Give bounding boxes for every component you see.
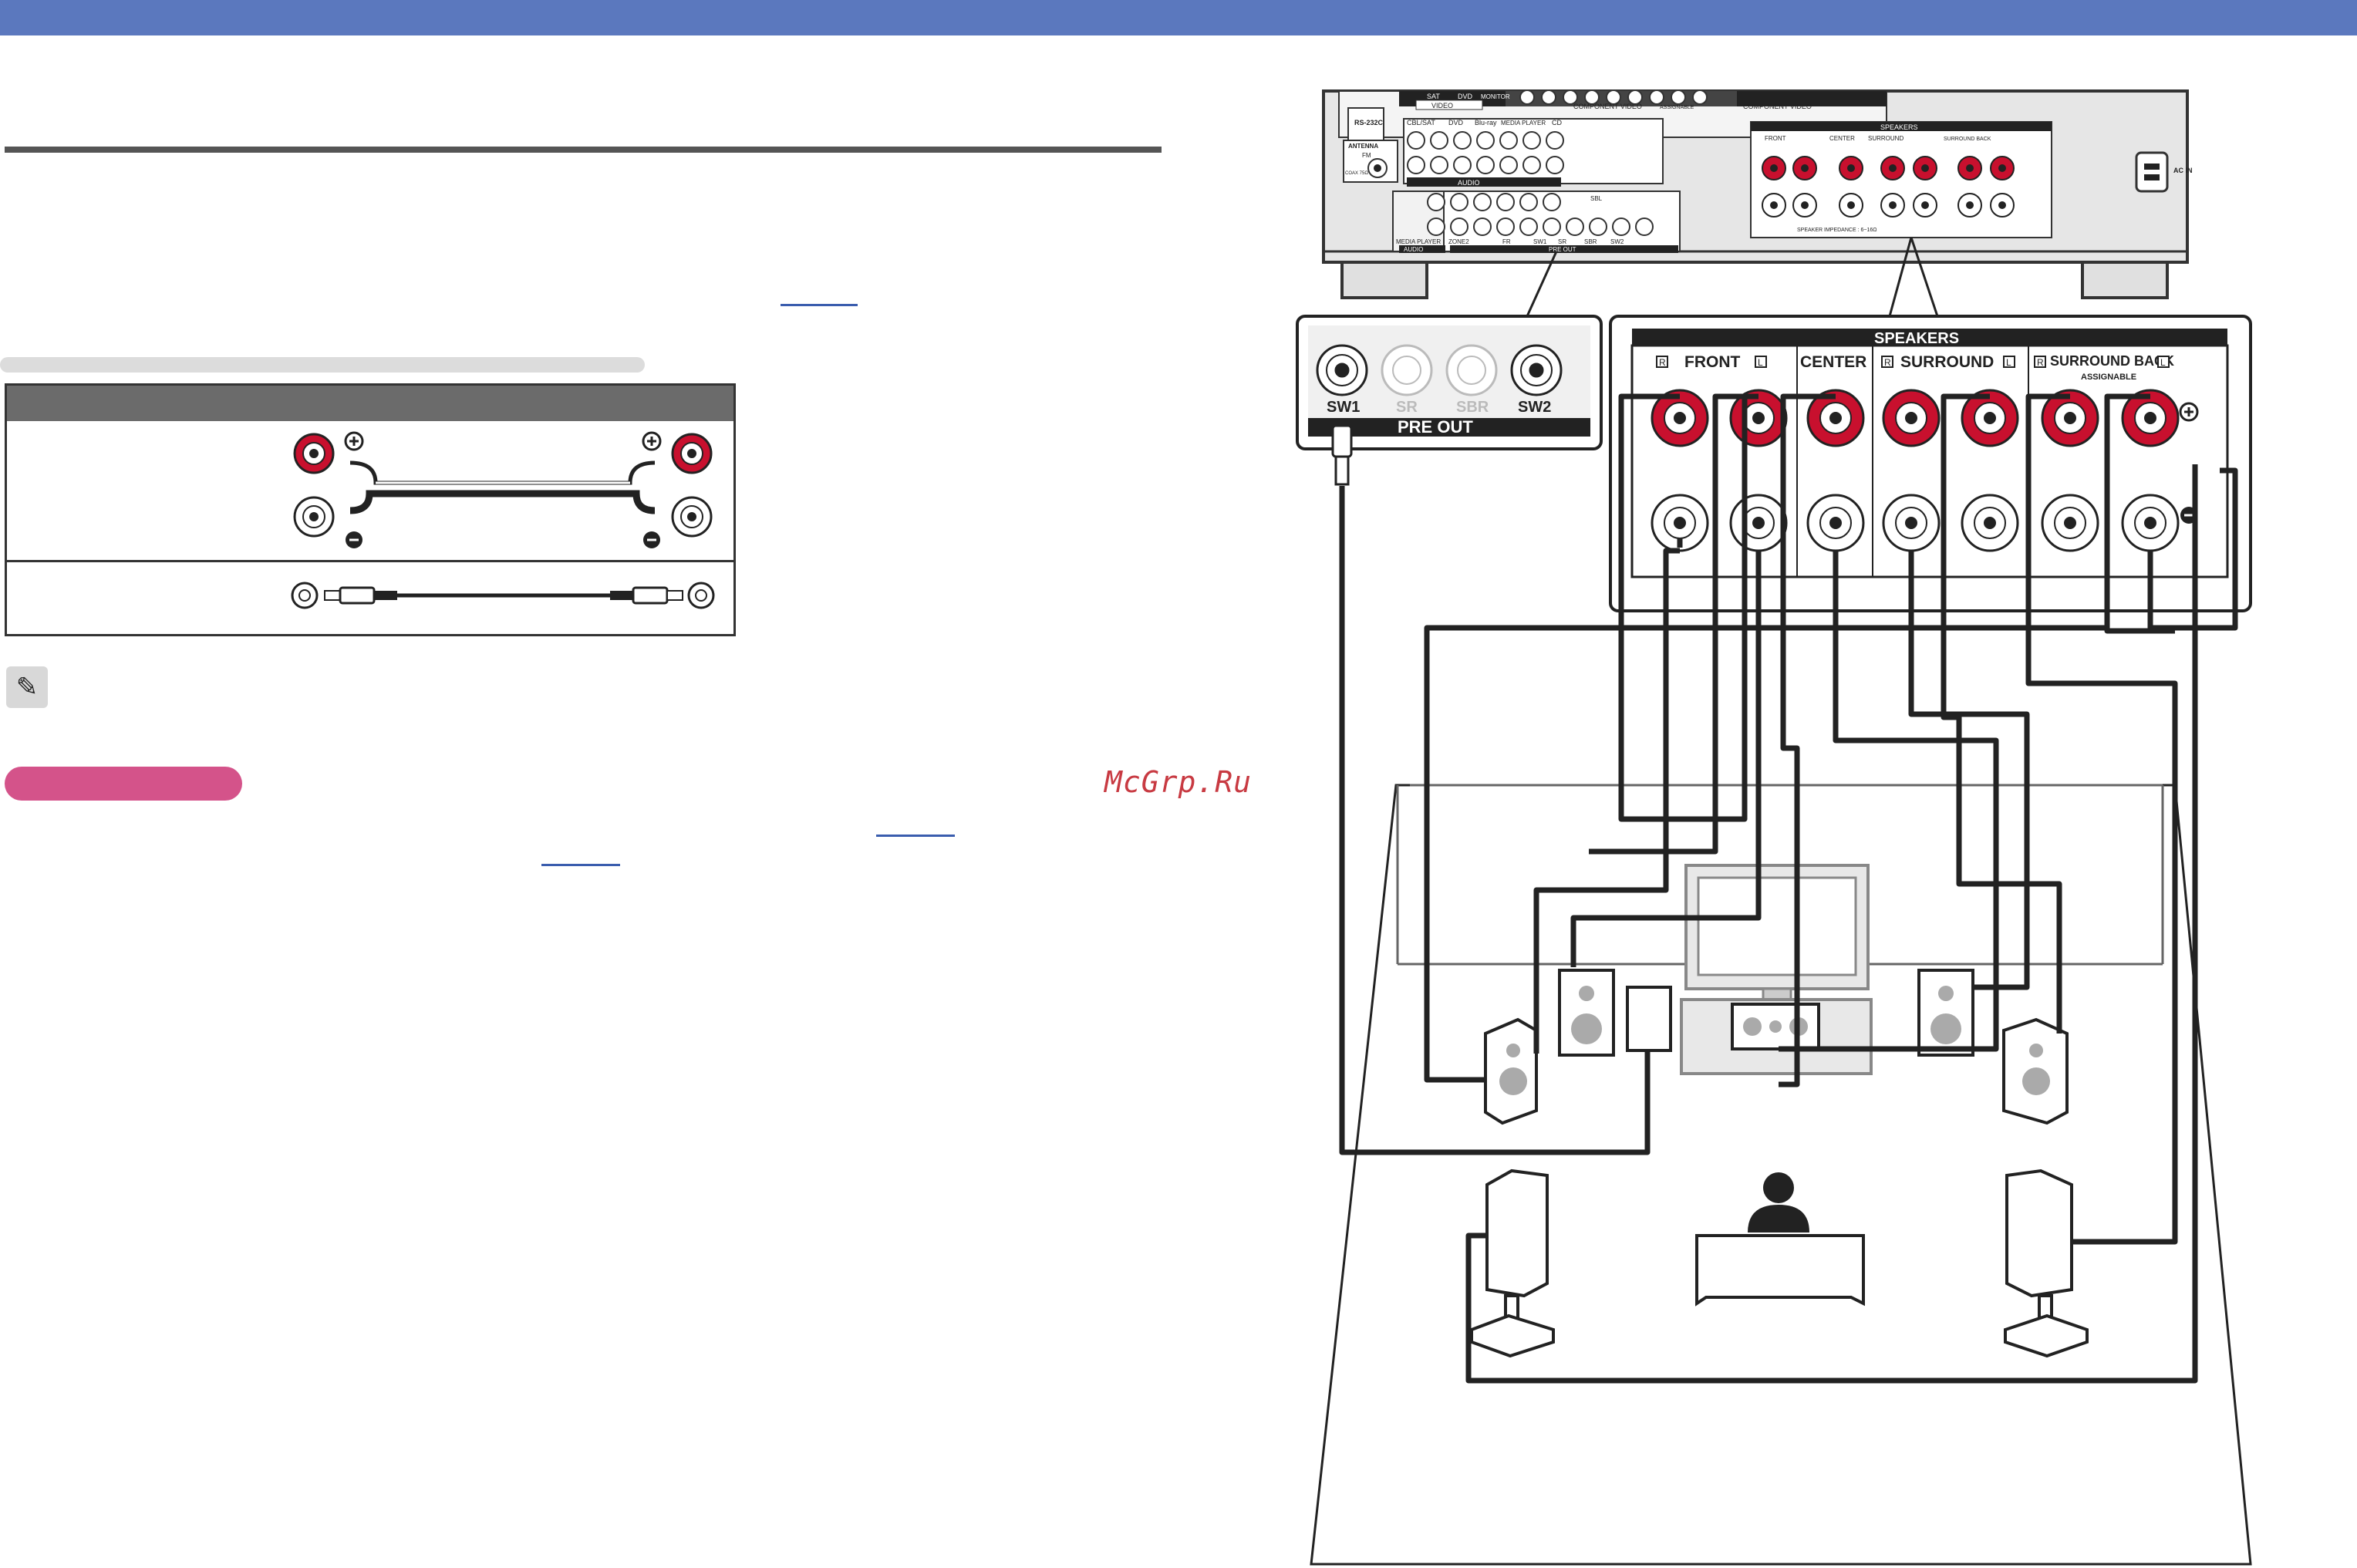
label-dvd: DVD	[1458, 93, 1473, 100]
cable-table-header	[7, 386, 733, 421]
label-assignable-top: ASSIGNABLE	[1660, 105, 1694, 110]
label-cd: CD	[1552, 119, 1562, 126]
label-zone2: ZONE2	[1448, 238, 1469, 245]
label-cbl-sat: CBL/SAT	[1407, 119, 1435, 126]
label-sbr-small: SBR	[1584, 238, 1597, 245]
label-sw1-small: SW1	[1533, 238, 1547, 245]
label-speakers-small: SPEAKERS	[1880, 123, 1918, 131]
preout-sw1-label: SW1	[1327, 399, 1360, 416]
speakers-r-label: R	[1884, 357, 1891, 368]
label-video: VIDEO	[1431, 102, 1453, 110]
label-pre-out-small: PRE OUT	[1549, 246, 1576, 253]
cable-illustrations	[291, 431, 715, 609]
label-media-player: MEDIA PLAYER	[1501, 120, 1546, 126]
label-fm: FM	[1362, 152, 1371, 159]
listener-icon	[1695, 1172, 1865, 1307]
label-fr: FR	[1502, 238, 1511, 245]
speakers-l-label: L	[2160, 357, 2166, 368]
label-component-video-out: COMPONENT VIDEO	[1743, 103, 1812, 110]
header-bar	[0, 0, 2357, 35]
page-reference-link[interactable]	[781, 304, 858, 306]
receiver-rear-panel: SAT DVD MONITOR VIDEO COMPONENT VIDEO AS…	[1322, 89, 2193, 299]
pencil-icon: ✎	[6, 666, 48, 708]
label-sw2-small: SW2	[1610, 238, 1624, 245]
speakers-surround-label: SURROUND	[1900, 353, 1994, 371]
front-speaker-icon	[1558, 969, 1974, 1057]
label-antenna: ANTENNA	[1348, 143, 1378, 150]
preout-sbr-label: SBR	[1456, 399, 1489, 416]
speakers-r-label: R	[1659, 357, 1666, 368]
preout-label: PRE OUT	[1398, 417, 1473, 437]
center-speaker-icon	[1731, 1003, 1820, 1050]
preout-zoom-box: SW1 SR SBR SW2 PRE OUT	[1296, 315, 1603, 486]
label-center-small: CENTER	[1829, 135, 1855, 142]
label-monitor: MONITOR	[1481, 93, 1510, 100]
subwoofer-icon	[1626, 986, 1672, 1052]
label-surround-back-small: SURROUND BACK	[1944, 137, 1991, 142]
speakers-surround-back-label: SURROUND BACK	[2050, 353, 2174, 369]
surround-back-speaker-icon	[1470, 1168, 2089, 1358]
label-impedance: SPEAKER IMPEDANCE : 6~16Ω	[1797, 228, 1876, 233]
table-row-divider	[7, 560, 733, 562]
label-ac-in: AC IN	[2173, 167, 2193, 174]
label-component-video-in: COMPONENT VIDEO	[1573, 103, 1642, 110]
plus-icon	[2179, 402, 2199, 422]
speakers-l-label: L	[2006, 357, 2011, 368]
label-sat: SAT	[1427, 93, 1440, 100]
speakers-header: SPEAKERS	[1874, 330, 1959, 347]
preout-sr-label: SR	[1396, 399, 1418, 416]
speaker-cable-illustration	[293, 433, 713, 538]
label-audio-in: AUDIO	[1458, 179, 1480, 187]
speakers-front-label: FRONT	[1684, 353, 1740, 371]
speakers-center-label: CENTER	[1800, 353, 1866, 371]
note-badge	[5, 767, 242, 801]
speaker-cables	[1339, 393, 2238, 1384]
title-rule	[5, 147, 1162, 153]
page-reference-link[interactable]	[541, 864, 620, 866]
label-sr-small: SR	[1558, 238, 1566, 245]
label-dvd-audio: DVD	[1448, 119, 1464, 126]
preout-sw2-label: SW2	[1518, 399, 1551, 416]
label-front-small: FRONT	[1765, 135, 1786, 142]
plus-icon	[344, 431, 662, 451]
label-bluray: Blu-ray	[1475, 119, 1497, 126]
label-sbl-small: SBL	[1590, 195, 1603, 202]
page-reference-link[interactable]	[876, 835, 955, 837]
label-rs232c: RS-232C	[1354, 119, 1384, 126]
speakers-r-label: R	[2037, 357, 2044, 368]
label-surround-small: SURROUND	[1868, 135, 1903, 142]
section-bar	[0, 357, 645, 373]
label-media-player-out: MEDIA PLAYER	[1396, 238, 1441, 245]
label-coax: COAX 75Ω	[1345, 171, 1368, 176]
speakers-l-label: L	[1758, 357, 1763, 368]
minus-icon	[346, 531, 660, 548]
speakers-zoom-box: SPEAKERS R FRONT L CENTER R SURROUND L R…	[1609, 315, 2252, 612]
speakers-assignable-label: ASSIGNABLE	[2081, 373, 2136, 382]
cable-table	[5, 383, 736, 636]
label-audio-out: AUDIO	[1404, 246, 1423, 253]
speaker-connection-diagram: SAT DVD MONITOR VIDEO COMPONENT VIDEO AS…	[1296, 89, 2252, 1566]
audio-cable-illustration	[291, 582, 715, 609]
surround-speaker-icon	[1484, 1017, 2069, 1125]
watermark: McGrp.Ru	[1104, 765, 1253, 799]
